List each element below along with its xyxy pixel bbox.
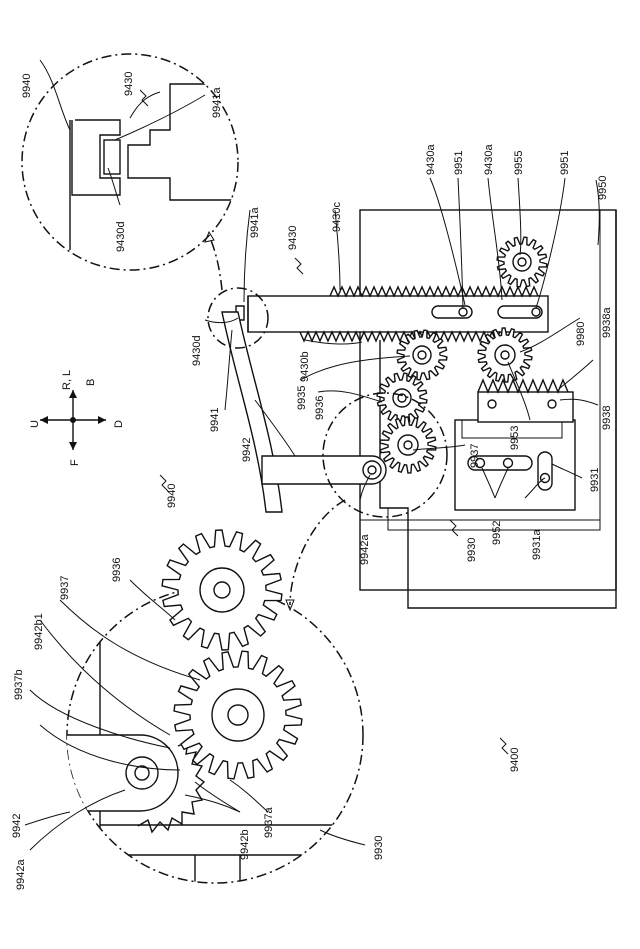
detail-arrow-top [210,238,222,290]
label-9937a: 9937a [263,807,275,838]
label-9951-b: 9951 [559,151,571,175]
rack-9430-teeth-top [330,287,538,296]
label-9953: 9953 [509,426,521,450]
label-9952: 9952 [491,521,503,545]
label-9430d-zoom: 9430d [115,221,127,252]
gear-9953 [478,328,532,382]
label-9430d: 9430d [191,335,203,366]
label-9430c: 9430c [331,202,343,232]
rack-9938-teeth [478,380,568,392]
label-9400: 9400 [509,748,521,772]
label-9430: 9430 [287,226,299,250]
gear-9955 [497,237,547,287]
gear-9937 [380,417,436,473]
label-9938a: 9938a [601,307,613,338]
label-9942a: 9942a [359,534,371,565]
gear-9936-zoom [162,530,282,650]
direction-compass [40,390,106,450]
label-9937b: 9937b [13,669,25,700]
rack-9430-teeth-bottom [300,332,500,341]
label-9937-zoom: 9937 [59,576,71,600]
label-9950: 9950 [597,176,609,200]
label-9951-a: 9951 [453,151,465,175]
label-9936-zoom: 9936 [111,558,123,582]
direction-up-label: U [29,420,41,428]
label-9430-zoom: 9430 [123,72,135,96]
label-9980: 9980 [575,322,587,346]
label-9941a-zoom: 9941a [211,87,223,118]
label-9941: 9941 [209,408,221,432]
label-9955: 9955 [513,151,525,175]
label-9930: 9930 [466,538,478,562]
gear-9936 [377,373,427,423]
label-9936: 9936 [314,396,326,420]
label-9942-zoom: 9942 [11,814,23,838]
label-9942a-zoom: 9942a [15,859,27,890]
rack-9430 [248,296,548,332]
label-9935: 9935 [296,386,308,410]
label-9938: 9938 [601,406,613,430]
detail-arrow-bottom [290,500,345,605]
direction-rl-label: R, L [61,370,73,390]
label-9930-zoom: 9930 [373,836,385,860]
label-9942b: 9942b [239,829,251,860]
label-9941a: 9941a [249,207,261,238]
label-9430b: 9430b [299,351,311,382]
direction-back-label: B [85,379,97,386]
label-9430a-a: 9430a [425,144,437,175]
label-9931: 9931 [589,468,601,492]
gear-9937-zoom [174,651,302,779]
label-9931a: 9931a [531,529,543,560]
direction-down-label: D [113,420,125,428]
gear-9935 [397,330,447,380]
label-9937: 9937 [469,444,481,468]
label-9942b1: 9942b1 [33,613,45,650]
label-9430a-b: 9430a [483,144,495,175]
block-9430-zoom [128,84,240,200]
label-9942: 9942 [241,438,253,462]
direction-front-label: F [69,459,81,466]
rack-9430-zoom [72,120,120,195]
label-9940-zoom: 9940 [21,74,33,98]
label-9940: 9940 [166,484,178,508]
